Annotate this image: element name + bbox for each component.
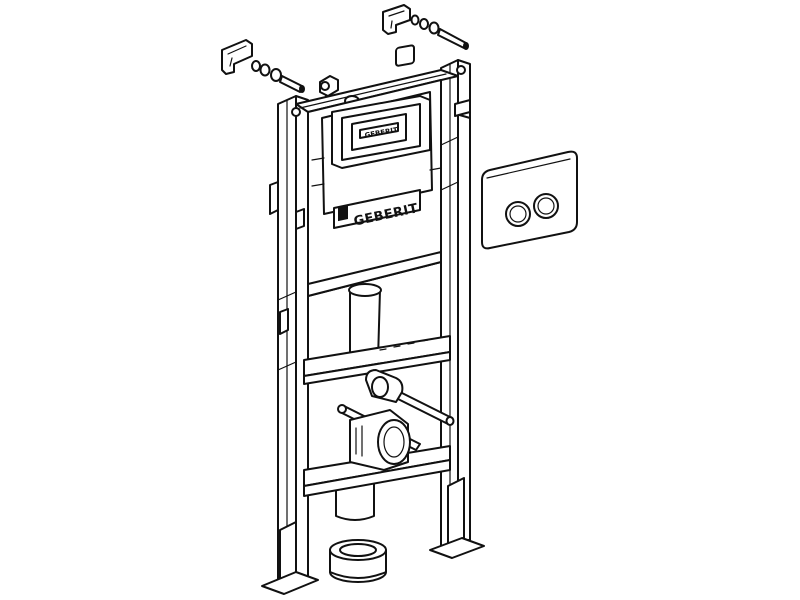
- wall-bracket-right: [382, 4, 411, 35]
- anchor-bolt-left: [251, 60, 305, 93]
- frame-left-upright: [269, 95, 309, 585]
- wall-bracket-left: [221, 39, 253, 75]
- floor-foot-right: [429, 477, 485, 559]
- drain-bend: [349, 369, 411, 471]
- water-supply-connector: [319, 75, 339, 104]
- inspection-opening: GEBERIT: [331, 44, 431, 169]
- flush-plate: [481, 150, 578, 250]
- anchor-bolt-right: [410, 14, 469, 50]
- floor-foot-left: [261, 521, 319, 595]
- frame-right-upright: [440, 59, 471, 549]
- frame-middle-crossbar: [303, 335, 451, 385]
- wc-connector-sleeve: [329, 539, 387, 583]
